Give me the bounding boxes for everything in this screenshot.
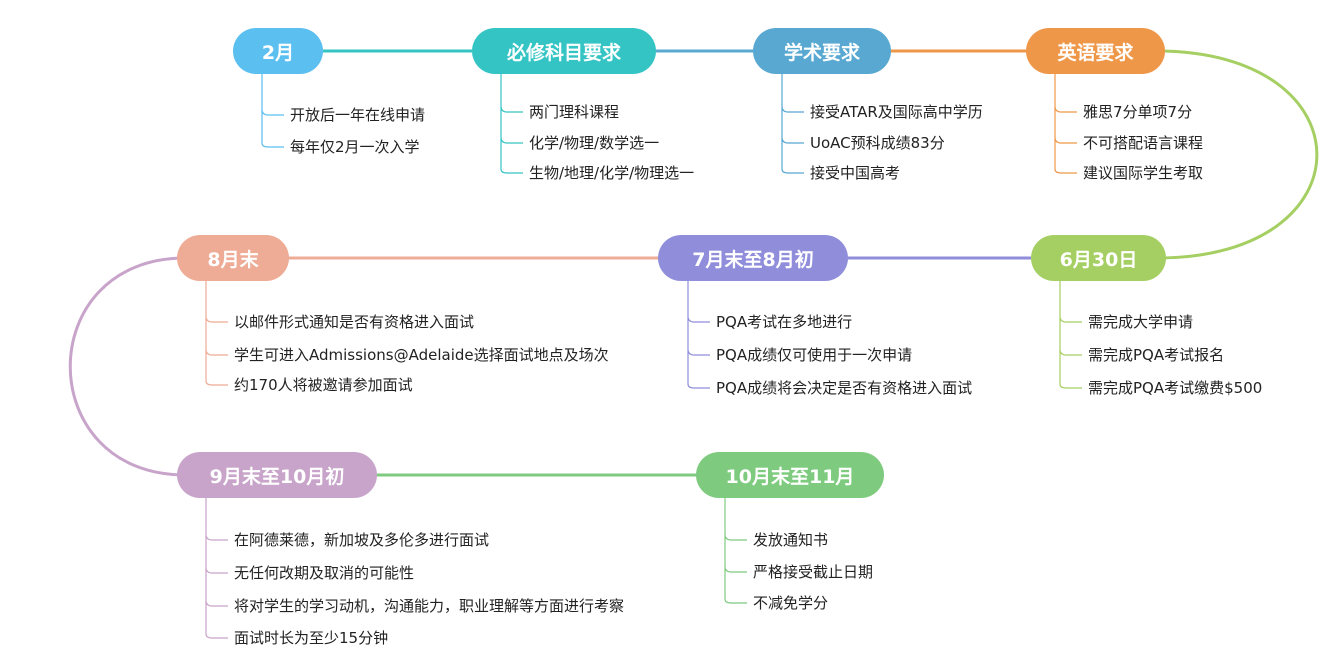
timeline-item: 严格接受截止日期 (753, 563, 874, 581)
timeline-node[interactable]: 2月 (233, 28, 323, 74)
timeline-item: 约170人将被邀请参加面试 (234, 376, 413, 394)
timeline-item: 接受ATAR及国际高中学历 (810, 103, 983, 121)
branch-line (687, 281, 710, 389)
timeline-item: 需完成大学申请 (1088, 313, 1194, 331)
timeline-item: 学生可进入Admissions@Adelaide选择面试地点及场次 (234, 346, 609, 364)
timeline-item: 面试时长为至少15分钟 (234, 629, 389, 647)
timeline-node[interactable]: 7月末至8月初 (658, 235, 848, 281)
timeline-item: 以邮件形式通知是否有资格进入面试 (234, 313, 475, 331)
timeline-item: PQA考试在多地进行 (716, 313, 853, 331)
branch-line (1059, 281, 1082, 389)
timeline-item: 无任何改期及取消的可能性 (234, 564, 415, 582)
timeline-item: 需完成PQA考试缴费$500 (1088, 379, 1263, 397)
timeline-item: 生物/地理/化学/物理选一 (529, 164, 695, 182)
timeline-item: 建议国际学生考取 (1083, 164, 1204, 182)
branch-line (724, 498, 747, 604)
connector-curve (1156, 49, 1319, 260)
timeline-node[interactable]: 学术要求 (753, 28, 891, 74)
branch-line (205, 281, 228, 386)
timeline-item: 在阿德莱德，新加坡及多伦多进行面试 (234, 531, 490, 549)
timeline-item: 每年仅2月一次入学 (290, 138, 420, 156)
timeline-item: 不可搭配语言课程 (1083, 134, 1204, 152)
timeline-item: PQA成绩仅可使用于一次申请 (716, 346, 913, 364)
timeline-item: 化学/物理/数学选一 (529, 134, 660, 152)
timeline-node[interactable]: 10月末至11月 (696, 452, 884, 498)
timeline-node[interactable]: 必修科目要求 (472, 28, 656, 74)
timeline-item: PQA成绩将会决定是否有资格进入面试 (716, 379, 973, 397)
timeline-item: 发放通知书 (753, 531, 829, 549)
timeline-item: 接受中国高考 (810, 164, 901, 182)
timeline-node[interactable]: 9月末至10月初 (177, 452, 377, 498)
timeline-item: 开放后一年在线申请 (290, 106, 426, 124)
branch-line (205, 498, 228, 639)
timeline-item: 雅思7分单项7分 (1083, 103, 1193, 121)
timeline-item: 将对学生的学习动机，沟通能力，职业理解等方面进行考察 (234, 597, 625, 615)
timeline-item: UoAC预科成绩83分 (810, 134, 945, 152)
connector-curve (68, 256, 186, 477)
timeline-node[interactable]: 8月末 (177, 235, 289, 281)
timeline-node[interactable]: 6月30日 (1031, 235, 1166, 281)
timeline-item: 需完成PQA考试报名 (1088, 346, 1225, 364)
branch-line (500, 74, 523, 174)
timeline-item: 不减免学分 (753, 594, 829, 612)
branch-line (781, 74, 804, 174)
branch-line (1054, 74, 1077, 174)
timeline-item: 两门理科课程 (529, 103, 620, 121)
branch-line (261, 74, 284, 148)
timeline-node[interactable]: 英语要求 (1026, 28, 1165, 74)
